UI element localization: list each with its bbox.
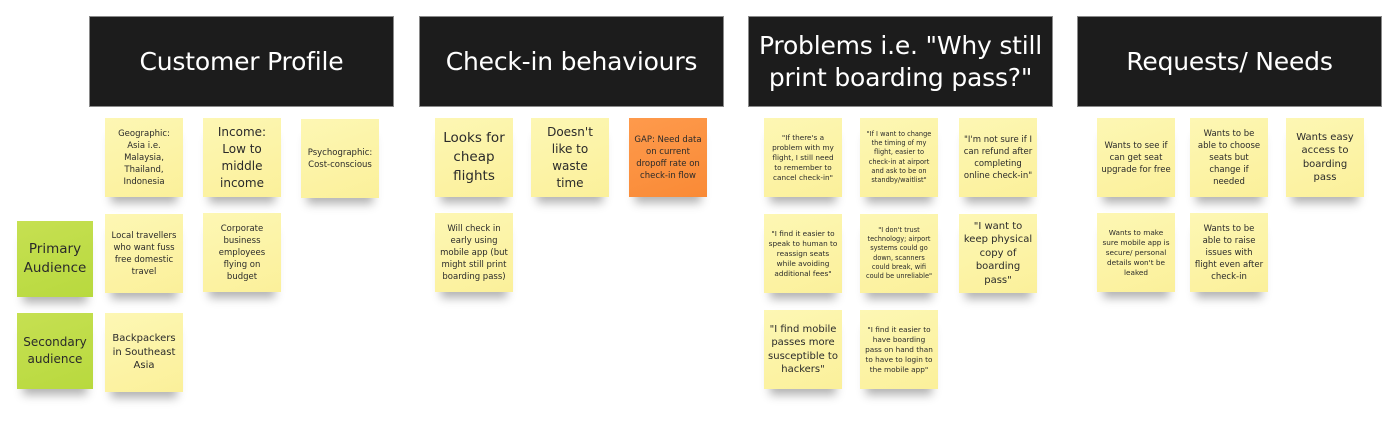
sticky-text: Local travellers who want fuss free dome…	[111, 230, 177, 277]
sticky-need-boarding-pass-access[interactable]: Wants easy access to boarding pass	[1286, 118, 1364, 197]
header-problems[interactable]: Problems i.e. "Why still print boarding …	[748, 16, 1053, 107]
sticky-text: "If there's a problem with my flight, I …	[772, 132, 834, 182]
sticky-need-raise-issues[interactable]: Wants to be able to raise issues with fl…	[1190, 213, 1268, 292]
sticky-text: "I find it easier to speak to human to r…	[768, 228, 838, 278]
sticky-primary-audience[interactable]: Primary Audience	[17, 221, 93, 297]
sticky-waste-time[interactable]: Doesn't like to waste time	[531, 118, 609, 197]
sticky-need-choose-seats[interactable]: Wants to be able to choose seats but cha…	[1190, 118, 1268, 197]
sticky-text: Geographic: Asia i.e. Malaysia, Thailand…	[118, 128, 170, 187]
header-requests-needs[interactable]: Requests/ Needs	[1077, 16, 1382, 107]
sticky-problem-change-timing[interactable]: "If I want to change the timing of my fl…	[860, 118, 938, 197]
sticky-text: Wants easy access to boarding pass	[1296, 131, 1354, 184]
sticky-text: "I find it easier to have boarding pass …	[865, 324, 933, 374]
sticky-problem-reassign-seats[interactable]: "I find it easier to speak to human to r…	[764, 214, 842, 293]
header-checkin-behaviours[interactable]: Check-in behaviours	[419, 16, 724, 107]
sticky-problem-login-app[interactable]: "I find it easier to have boarding pass …	[860, 310, 938, 389]
sticky-need-secure-app[interactable]: Wants to make sure mobile app is secure/…	[1097, 213, 1175, 292]
sticky-text: "If I want to change the timing of my fl…	[866, 129, 932, 184]
sticky-local-travellers[interactable]: Local travellers who want fuss free dome…	[105, 214, 183, 293]
sticky-corporate-employees[interactable]: Corporate business employees flying on b…	[203, 213, 281, 292]
sticky-problem-trust-technology[interactable]: "I don't trust technology; airport syste…	[860, 214, 938, 293]
header-label: Requests/ Needs	[1126, 46, 1333, 76]
sticky-need-seat-upgrade[interactable]: Wants to see if can get seat upgrade for…	[1097, 118, 1175, 197]
sticky-text: Wants to see if can get seat upgrade for…	[1101, 140, 1171, 175]
header-label: Customer Profile	[139, 46, 344, 76]
sticky-text: "I want to keep physical copy of boardin…	[963, 220, 1033, 286]
sticky-text: Wants to be able to choose seats but cha…	[1197, 128, 1261, 187]
sticky-text: Income: Low to middle income	[217, 124, 267, 190]
sticky-income[interactable]: Income: Low to middle income	[203, 118, 281, 197]
sticky-text: "I find mobile passes more susceptible t…	[768, 323, 838, 376]
sticky-problem-cancel-checkin[interactable]: "If there's a problem with my flight, I …	[764, 118, 842, 197]
header-customer-profile[interactable]: Customer Profile	[89, 16, 394, 107]
header-label: Check-in behaviours	[445, 46, 698, 76]
sticky-backpackers[interactable]: Backpackers in Southeast Asia	[105, 313, 183, 392]
sticky-text: GAP: Need data on current dropoff rate o…	[634, 134, 702, 181]
sticky-cheap-flights[interactable]: Looks for cheap flights	[435, 118, 513, 197]
sticky-text: "I'm not sure if I can refund after comp…	[963, 134, 1033, 181]
sticky-secondary-audience[interactable]: Secondary audience	[17, 313, 93, 389]
sticky-text: Will check in early using mobile app (bu…	[440, 223, 508, 282]
sticky-text: Looks for cheap flights	[443, 130, 505, 184]
sticky-text: Wants to be able to raise issues with fl…	[1194, 223, 1264, 282]
sticky-problem-physical-copy[interactable]: "I want to keep physical copy of boardin…	[959, 214, 1037, 293]
sticky-problem-refund[interactable]: "I'm not sure if I can refund after comp…	[959, 118, 1037, 197]
sticky-mobile-checkin[interactable]: Will check in early using mobile app (bu…	[435, 213, 513, 292]
sticky-text: Wants to make sure mobile app is secure/…	[1102, 227, 1170, 277]
sticky-text: Corporate business employees flying on b…	[218, 223, 266, 282]
sticky-text: Backpackers in Southeast Asia	[112, 333, 176, 372]
sticky-text: Doesn't like to waste time	[547, 124, 593, 190]
sticky-problem-hackers[interactable]: "I find mobile passes more susceptible t…	[764, 310, 842, 389]
header-label: Problems i.e. "Why still print boarding …	[758, 30, 1043, 92]
sticky-gap-dropoff[interactable]: GAP: Need data on current dropoff rate o…	[629, 118, 707, 197]
sticky-text: "I don't trust technology; airport syste…	[865, 225, 933, 280]
sticky-psychographic[interactable]: Psychographic: Cost-conscious	[301, 119, 379, 198]
sticky-text: Secondary audience	[23, 335, 87, 366]
sticky-text: Psychographic: Cost-conscious	[307, 147, 373, 170]
sticky-text: Primary Audience	[23, 241, 87, 276]
sticky-geographic[interactable]: Geographic: Asia i.e. Malaysia, Thailand…	[105, 118, 183, 197]
